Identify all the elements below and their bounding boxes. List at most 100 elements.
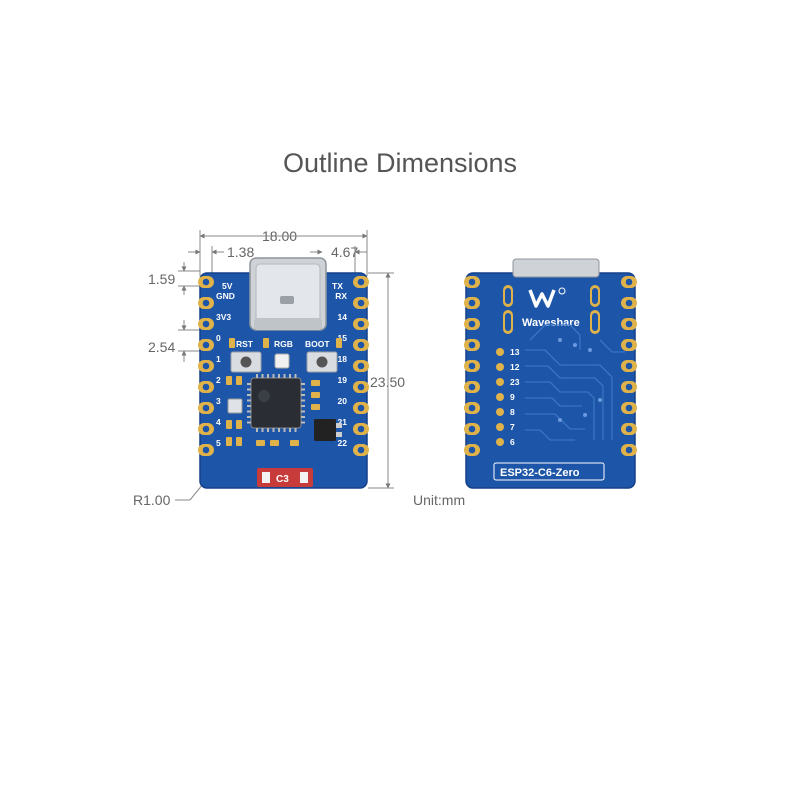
front-right-pad-7 <box>353 423 369 435</box>
test-pad-label-0: 13 <box>510 347 520 357</box>
regulator-component <box>314 419 342 441</box>
front-right-pad-5 <box>353 381 369 393</box>
vias <box>558 338 602 422</box>
front-left-pad-2 <box>198 318 214 330</box>
page-title: Outline Dimensions <box>282 148 518 178</box>
passive-pads <box>226 376 320 446</box>
front-right-pin-label-0: RX <box>335 291 347 301</box>
back-right-pad-5 <box>621 381 637 393</box>
pin-pitch-label: 2.54 <box>148 339 176 355</box>
test-pad-8 <box>496 408 504 416</box>
back-left-pad-6 <box>464 402 480 414</box>
front-left-pin-label-1: 3V3 <box>216 312 231 322</box>
back-right-pads <box>621 276 637 456</box>
front-right-pin-label-1: 14 <box>338 312 348 322</box>
front-left-pin-label-5: 3 <box>216 396 221 406</box>
front-left-pad-6 <box>198 402 214 414</box>
back-left-pads <box>464 276 480 456</box>
back-left-pad-2 <box>464 318 480 330</box>
pin-label-tx: TX <box>332 281 343 291</box>
waveshare-logo <box>528 287 566 308</box>
top-offset-label: 1.59 <box>148 271 176 287</box>
rst-button <box>230 351 262 373</box>
front-right-pad-2 <box>353 318 369 330</box>
back-right-pad-8 <box>621 444 637 456</box>
front-left-pad-4 <box>198 360 214 372</box>
back-right-pad-2 <box>621 318 637 330</box>
unit-label: Unit:mm <box>413 492 466 508</box>
front-right-pin-labels: RX 14 15 18 19 20 21 22 <box>335 291 347 448</box>
front-right-pad-4 <box>353 360 369 372</box>
back-right-pad-7 <box>621 423 637 435</box>
button-label-boot: BOOT <box>305 339 330 349</box>
front-right-pad-6 <box>353 402 369 414</box>
test-pad-label-5: 7 <box>510 422 515 432</box>
usb-c-connector <box>249 257 327 331</box>
test-pad-7 <box>496 423 504 431</box>
test-pad-9 <box>496 393 504 401</box>
test-pad-6 <box>496 438 504 446</box>
front-left-pad-1 <box>198 297 214 309</box>
usb-mounting-slots <box>503 285 600 334</box>
esp32-chip <box>247 374 305 432</box>
test-pad-23 <box>496 378 504 386</box>
front-right-pad-8 <box>353 444 369 456</box>
front-right-pad-1 <box>353 297 369 309</box>
button-label-rgb: RGB <box>274 339 293 349</box>
front-left-pad-3 <box>198 339 214 351</box>
back-right-pad-3 <box>621 339 637 351</box>
front-left-pin-label-7: 5 <box>216 438 221 448</box>
front-right-pad-0 <box>353 276 369 288</box>
c3-component: C3 <box>257 468 313 487</box>
front-left-pad-5 <box>198 381 214 393</box>
front-left-pin-label-4: 2 <box>216 375 221 385</box>
front-right-pin-label-3: 18 <box>338 354 348 364</box>
back-left-pad-7 <box>464 423 480 435</box>
brand-label: Waveshare <box>522 317 580 329</box>
back-test-pads <box>496 348 504 446</box>
back-right-pad-0 <box>621 276 637 288</box>
test-pad-label-6: 6 <box>510 437 515 447</box>
test-pad-12 <box>496 363 504 371</box>
front-right-pad-3 <box>353 339 369 351</box>
front-right-pin-label-2: 15 <box>338 333 348 343</box>
back-right-pad-6 <box>621 402 637 414</box>
pcb-traces <box>525 324 625 441</box>
crystal-component <box>227 398 243 414</box>
back-left-pad-4 <box>464 360 480 372</box>
front-left-pad-8 <box>198 444 214 456</box>
test-pad-label-4: 8 <box>510 407 515 417</box>
front-right-pin-label-4: 19 <box>338 375 348 385</box>
front-right-pin-label-5: 20 <box>338 396 348 406</box>
back-right-pad-1 <box>621 297 637 309</box>
corner-radius-label: R1.00 <box>133 492 171 508</box>
front-right-pin-label-6: 21 <box>338 417 348 427</box>
front-right-pin-label-7: 22 <box>338 438 348 448</box>
front-left-pin-label-3: 1 <box>216 354 221 364</box>
back-left-pad-1 <box>464 297 480 309</box>
model-label: ESP32-C6-Zero <box>500 467 580 479</box>
front-left-pin-label-0: GND <box>216 291 235 301</box>
left-offset-label: 1.38 <box>227 244 255 260</box>
back-left-pad-5 <box>464 381 480 393</box>
back-right-pad-4 <box>621 360 637 372</box>
front-left-pad-0 <box>198 276 214 288</box>
test-pad-13 <box>496 348 504 356</box>
chip-label-c3: C3 <box>276 474 289 485</box>
rgb-led <box>274 353 290 369</box>
test-pad-label-1: 12 <box>510 362 520 372</box>
test-pad-label-3: 9 <box>510 392 515 402</box>
front-right-pads <box>353 276 369 456</box>
pin-label-5v: 5V <box>222 281 233 291</box>
back-left-pad-8 <box>464 444 480 456</box>
back-left-pad-3 <box>464 339 480 351</box>
boot-button <box>306 351 338 373</box>
front-left-pin-label-2: 0 <box>216 333 221 343</box>
right-offset-label: 4.67 <box>331 244 359 260</box>
